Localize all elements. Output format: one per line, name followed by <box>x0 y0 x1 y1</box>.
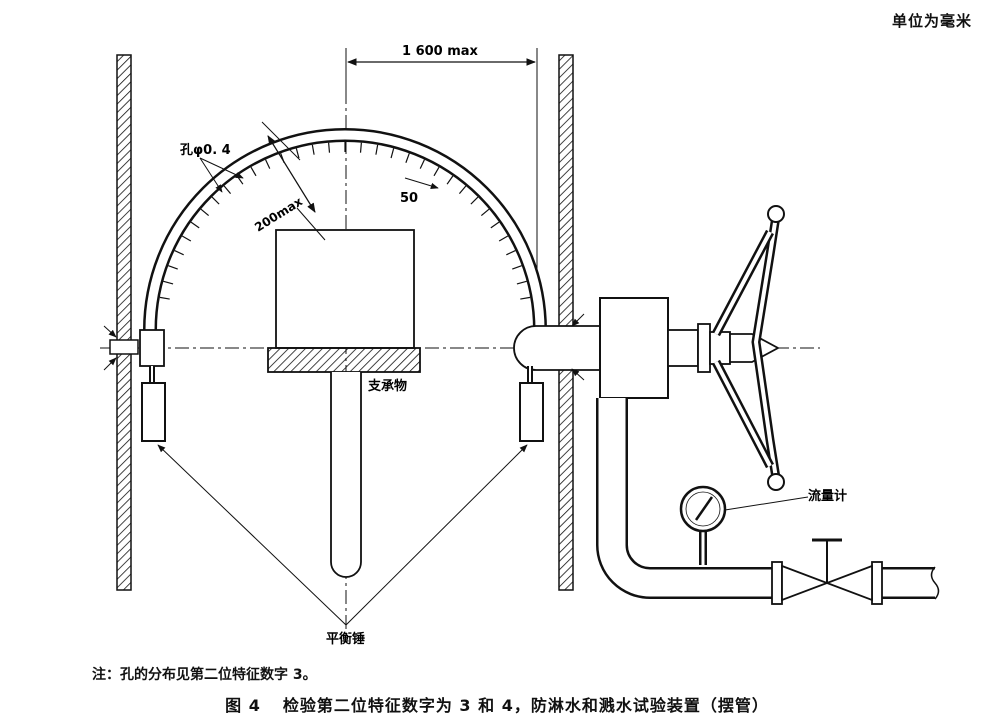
nozzle-tick <box>359 142 362 153</box>
unit-note: 单位为毫米 <box>891 12 972 30</box>
left-wall <box>116 54 132 591</box>
nozzle-tick <box>265 159 271 169</box>
hole-label: 孔φ0. 4 <box>180 143 231 158</box>
nozzle-tick <box>480 208 490 217</box>
nozzle-tick <box>498 235 509 242</box>
nozzle-tick <box>520 296 531 300</box>
nozzle-tick <box>490 221 500 229</box>
nozzle-tick <box>506 250 516 256</box>
width-dimension: 1 600 max <box>345 44 538 300</box>
support-label: 支承物 <box>367 378 407 394</box>
flowmeter-label: 流量计 <box>808 488 847 504</box>
wall-seal-arrows <box>103 313 585 381</box>
radius-dimension-label: 200max <box>252 194 305 234</box>
nozzle-tick <box>446 175 454 185</box>
nozzle-tick <box>390 148 395 159</box>
right-pivot-elbow <box>513 325 601 383</box>
width-dimension-label: 1 600 max <box>402 44 479 59</box>
angle-mark-label: 50 <box>400 191 418 206</box>
nozzle-tick <box>190 221 200 229</box>
left-counterweight <box>141 382 166 442</box>
nozzle-tick <box>419 159 425 169</box>
nozzle-tick <box>470 196 479 205</box>
nozzle-tick <box>159 296 170 300</box>
handwheel <box>712 205 785 491</box>
nozzle-tick <box>375 144 379 155</box>
nozzle-tick <box>516 280 527 285</box>
nozzle-tick <box>168 265 178 270</box>
left-pivot-bearing <box>109 329 165 383</box>
figure-number: 图 4 <box>225 696 261 715</box>
nozzle-tick <box>311 144 315 155</box>
drive-housing <box>599 297 780 399</box>
nozzle-tick <box>211 196 220 205</box>
figure-title: 检验第二位特征数字为 3 和 4，防淋水和溅水试验装置（摆管） <box>282 696 769 715</box>
counterweight-label: 平衡锤 <box>326 631 365 647</box>
right-wall <box>558 54 574 591</box>
supply-pipe <box>596 398 940 600</box>
hole-annotation: 孔φ0. 4 <box>180 143 244 193</box>
counterweight-leaders: 平衡锤 <box>157 444 528 647</box>
flowmeter-gauge: 流量计 <box>679 485 847 565</box>
nozzle-tick <box>174 250 184 256</box>
nozzle-tick <box>458 185 467 195</box>
right-counterweight <box>519 382 544 442</box>
angle-annotation: 50 <box>400 177 439 206</box>
valve <box>771 538 883 605</box>
nozzle-tick <box>250 166 257 177</box>
nozzle-tick <box>433 166 440 177</box>
nozzle-tick <box>181 235 192 242</box>
nozzle-tick <box>200 208 210 217</box>
figure-caption: 图 4 检验第二位特征数字为 3 和 4，防淋水和溅水试验装置（摆管） <box>0 692 994 716</box>
support: 支承物 <box>267 229 421 578</box>
footnote: 注：孔的分布见第二位特征数字 3。 <box>92 667 317 683</box>
nozzle-tick <box>405 153 410 163</box>
nozzle-tick <box>223 185 232 195</box>
nozzle-tick <box>163 280 174 285</box>
nozzle-tick <box>512 265 522 270</box>
nozzle-tick <box>328 142 331 153</box>
